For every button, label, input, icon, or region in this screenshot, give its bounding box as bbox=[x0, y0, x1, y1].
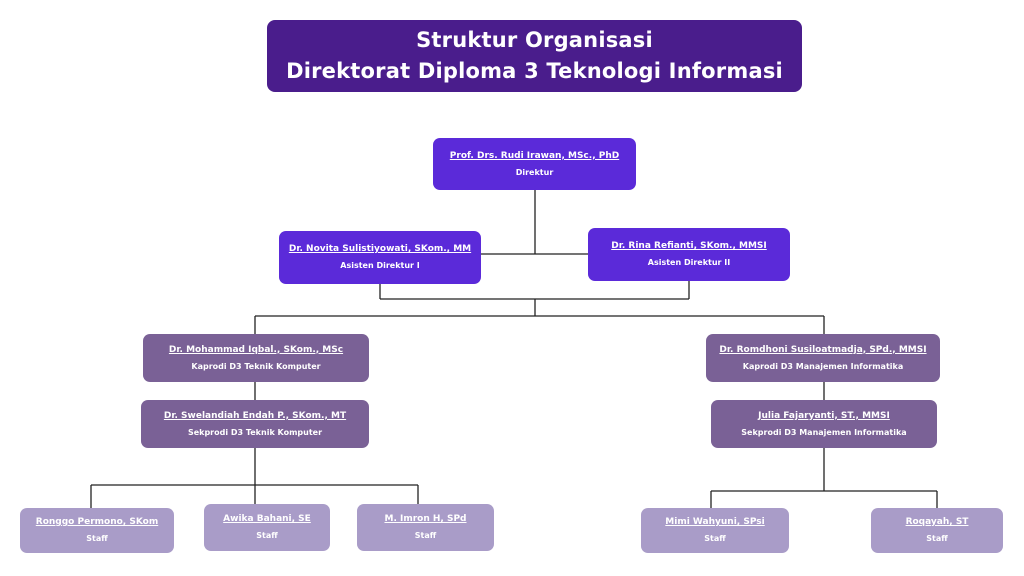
node-role: Staff bbox=[256, 531, 278, 540]
title-line-1: Struktur Organisasi bbox=[416, 28, 653, 52]
chart-title: Struktur Organisasi Direktorat Diploma 3… bbox=[267, 20, 802, 92]
node-name-link[interactable]: Awika Bahani, SE bbox=[223, 514, 311, 524]
node-name-link[interactable]: Dr. Rina Refianti, SKom., MMSI bbox=[611, 241, 767, 251]
node-name-link[interactable]: Mimi Wahyuni, SPsi bbox=[665, 517, 765, 527]
node-kaprodi-teknik-komputer: Dr. Mohammad Iqbal., SKom., MSc Kaprodi … bbox=[143, 334, 369, 382]
node-kaprodi-manajemen-informatika: Dr. Romdhoni Susiloatmadja, SPd., MMSI K… bbox=[706, 334, 940, 382]
node-role: Sekprodi D3 Manajemen Informatika bbox=[741, 427, 907, 437]
node-name-link[interactable]: Dr. Romdhoni Susiloatmadja, SPd., MMSI bbox=[719, 344, 927, 355]
node-asisten-direktur-1: Dr. Novita Sulistiyowati, SKom., MM Asis… bbox=[279, 231, 481, 284]
node-staff: Awika Bahani, SE Staff bbox=[204, 504, 330, 551]
node-name-link[interactable]: Dr. Swelandiah Endah P., SKom., MT bbox=[163, 410, 347, 421]
node-role: Staff bbox=[86, 534, 108, 543]
node-staff: Ronggo Permono, SKom Staff bbox=[20, 508, 174, 553]
node-role: Staff bbox=[414, 531, 437, 540]
node-name-link[interactable]: Roqayah, ST bbox=[905, 517, 969, 527]
node-name-link[interactable]: Dr. Mohammad Iqbal., SKom., MSc bbox=[168, 344, 344, 355]
node-name-link[interactable]: M. Imron H, SPd bbox=[384, 514, 467, 524]
node-role: Sekprodi D3 Teknik Komputer bbox=[187, 427, 323, 437]
node-staff: Mimi Wahyuni, SPsi Staff bbox=[641, 508, 789, 553]
node-name-link[interactable]: Julia Fajaryanti, ST., MMSI bbox=[758, 410, 890, 421]
node-staff: M. Imron H, SPd Staff bbox=[357, 504, 494, 551]
node-staff: Roqayah, ST Staff bbox=[871, 508, 1003, 553]
node-role: Kaprodi D3 Manajemen Informatika bbox=[742, 361, 904, 371]
title-line-2: Direktorat Diploma 3 Teknologi Informasi bbox=[286, 59, 783, 83]
node-sekprodi-teknik-komputer: Dr. Swelandiah Endah P., SKom., MT Sekpr… bbox=[141, 400, 369, 448]
node-role: Direktur bbox=[515, 167, 554, 177]
node-role: Asisten Direktur I bbox=[340, 261, 420, 270]
node-role: Staff bbox=[926, 534, 948, 543]
node-direktur: Prof. Drs. Rudi Irawan, MSc., PhD Direkt… bbox=[433, 138, 636, 190]
node-name-link[interactable]: Dr. Novita Sulistiyowati, SKom., MM bbox=[288, 244, 472, 254]
node-role: Kaprodi D3 Teknik Komputer bbox=[191, 361, 321, 371]
node-name-link[interactable]: Prof. Drs. Rudi Irawan, MSc., PhD bbox=[449, 150, 620, 161]
node-sekprodi-manajemen-informatika: Julia Fajaryanti, ST., MMSI Sekprodi D3 … bbox=[711, 400, 937, 448]
node-name-link[interactable]: Ronggo Permono, SKom bbox=[35, 517, 159, 527]
node-asisten-direktur-2: Dr. Rina Refianti, SKom., MMSI Asisten D… bbox=[588, 228, 790, 281]
node-role: Staff bbox=[704, 534, 726, 543]
node-role: Asisten Direktur II bbox=[647, 258, 731, 267]
